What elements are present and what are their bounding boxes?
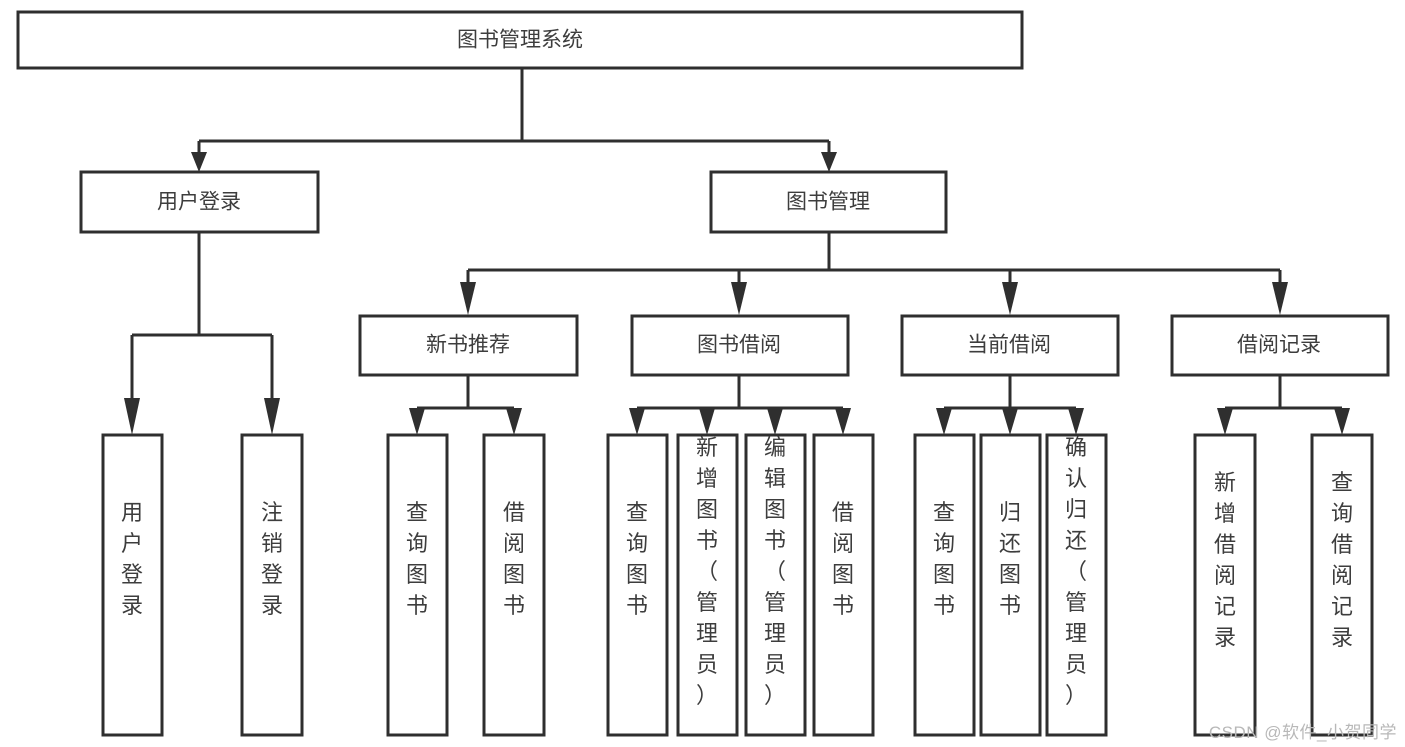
node-book-manage[interactable]: 图书管理: [709, 170, 948, 234]
node-new-book-recommend-box[interactable]: [358, 314, 579, 377]
node-book-borrow-label: 图书借阅: [697, 334, 781, 357]
leaf-add-record[interactable]: 新增借阅记录: [1193, 433, 1257, 737]
leaf-user-logout-label: 注销登录: [261, 500, 283, 618]
node-book-borrow[interactable]: 图书借阅: [630, 314, 850, 377]
leaf-query-book-3-label: 查询图书: [933, 500, 955, 618]
leaf-query-record-label: 查询借阅记录: [1331, 470, 1353, 650]
leaf-query-book-1-box[interactable]: [386, 433, 449, 737]
arrow-head-leaf-query-book-3: [936, 408, 952, 435]
node-new-book-recommend-label: 新书推荐: [426, 334, 510, 357]
arrow-head-book-manage: [821, 152, 837, 172]
arrow-head-new-book-recommend: [460, 282, 476, 315]
leaf-user-login-box[interactable]: [101, 433, 164, 737]
node-user-login-label: 用户登录: [157, 191, 241, 214]
leaf-borrow-book-2-box[interactable]: [812, 433, 875, 737]
leaf-add-book-box[interactable]: [676, 433, 739, 737]
connector-group-root: [191, 68, 837, 172]
connector-group-book-manage: [460, 232, 1288, 315]
leaf-borrow-book-1-box[interactable]: [482, 433, 546, 737]
connector-group-user-login: [124, 232, 280, 435]
node-borrow-record-label: 借阅记录: [1237, 334, 1321, 357]
leaf-query-book-2-box[interactable]: [606, 433, 669, 737]
node-current-borrow-label: 当前借阅: [967, 334, 1051, 357]
arrow-head-current-borrow: [1002, 282, 1018, 315]
node-root-label: 图书管理系统: [457, 29, 583, 52]
arrow-head-leaf-add-record: [1217, 408, 1233, 435]
leaf-user-logout-box[interactable]: [240, 433, 304, 737]
arrow-head-leaf-edit-book: [767, 408, 783, 435]
node-book-manage-label: 图书管理: [786, 191, 870, 214]
leaf-add-record-box[interactable]: [1193, 433, 1257, 737]
connector-group-borrow-record: [1217, 375, 1350, 435]
leaf-borrow-book-1-label: 借阅图书: [503, 500, 525, 618]
leaf-query-book-3[interactable]: 查询图书: [913, 433, 976, 737]
leaf-add-book-label: 新增图书（管理员）: [696, 435, 718, 708]
connector-group-current-borrow: [936, 375, 1084, 435]
csdn-watermark: CSDN @软件_小贺同学: [1208, 723, 1397, 742]
leaf-confirm-return-label: 确认归还（管理员）: [1065, 435, 1087, 708]
node-current-borrow[interactable]: 当前借阅: [900, 314, 1120, 377]
leaf-return-book[interactable]: 归还图书: [979, 433, 1042, 737]
arrow-head-leaf-borrow-book-2: [835, 408, 851, 435]
arrow-head-leaf-borrow-book-1: [506, 408, 522, 435]
arrow-head-leaf-confirm-return: [1068, 408, 1084, 435]
connector-group-new-book-recommend: [409, 375, 522, 435]
arrow-head-leaf-user-login: [124, 398, 140, 435]
leaf-return-book-box[interactable]: [979, 433, 1042, 737]
arrow-head-leaf-query-record: [1334, 408, 1350, 435]
leaf-query-book-1[interactable]: 查询图书: [386, 433, 449, 737]
leaf-user-login[interactable]: 用户登录: [101, 433, 164, 737]
node-borrow-record-box[interactable]: [1170, 314, 1390, 377]
leaf-query-record-box[interactable]: [1310, 433, 1374, 737]
leaf-borrow-book-1[interactable]: 借阅图书: [482, 433, 546, 737]
node-user-login-box[interactable]: [79, 170, 320, 234]
arrow-head-leaf-add-book: [699, 408, 715, 435]
arrow-head-borrow-record: [1272, 282, 1288, 315]
arrow-head-leaf-query-book-2: [629, 408, 645, 435]
node-book-manage-box[interactable]: [709, 170, 948, 234]
arrow-head-leaf-return-book: [1002, 408, 1018, 435]
leaf-query-book-2[interactable]: 查询图书: [606, 433, 669, 737]
node-root[interactable]: 图书管理系统: [16, 10, 1024, 70]
leaf-edit-book[interactable]: 编辑图书（管理员）: [744, 433, 807, 737]
node-current-borrow-box[interactable]: [900, 314, 1120, 377]
leaf-edit-book-box[interactable]: [744, 433, 807, 737]
node-new-book-recommend[interactable]: 新书推荐: [358, 314, 579, 377]
leaf-user-login-label: 用户登录: [121, 500, 143, 618]
leaf-return-book-label: 归还图书: [999, 500, 1021, 618]
arrow-head-leaf-user-logout: [264, 398, 280, 435]
leaf-query-book-1-label: 查询图书: [406, 500, 428, 618]
node-book-borrow-box[interactable]: [630, 314, 850, 377]
arrow-head-leaf-query-book-1: [409, 408, 425, 435]
connector-group-book-borrow: [629, 375, 851, 435]
leaf-borrow-book-2-label: 借阅图书: [832, 500, 854, 618]
node-user-login[interactable]: 用户登录: [79, 170, 320, 234]
arrow-head-user-login: [191, 152, 207, 172]
leaf-add-book[interactable]: 新增图书（管理员）: [676, 433, 739, 737]
leaf-query-record[interactable]: 查询借阅记录: [1310, 433, 1374, 737]
arrow-head-book-borrow: [731, 282, 747, 315]
leaf-add-record-label: 新增借阅记录: [1214, 470, 1236, 650]
leaf-query-book-2-label: 查询图书: [626, 500, 648, 618]
leaf-user-logout[interactable]: 注销登录: [240, 433, 304, 737]
leaf-borrow-book-2[interactable]: 借阅图书: [812, 433, 875, 737]
leaf-confirm-return-box[interactable]: [1045, 433, 1108, 737]
node-borrow-record[interactable]: 借阅记录: [1170, 314, 1390, 377]
leaf-confirm-return[interactable]: 确认归还（管理员）: [1045, 433, 1108, 737]
node-root-box[interactable]: [16, 10, 1024, 70]
leaf-edit-book-label: 编辑图书（管理员）: [764, 435, 786, 708]
leaf-query-book-3-box[interactable]: [913, 433, 976, 737]
